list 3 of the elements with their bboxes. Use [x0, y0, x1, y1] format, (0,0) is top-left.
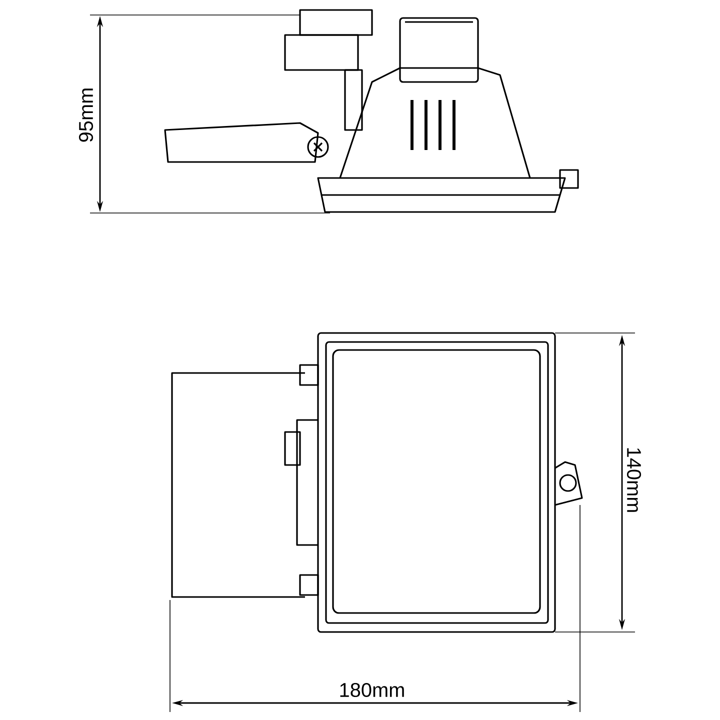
dimension-label: 180mm [340, 682, 404, 698]
dimension-label: 95mm [78, 88, 94, 142]
dimension-label: 140mm [626, 448, 642, 512]
